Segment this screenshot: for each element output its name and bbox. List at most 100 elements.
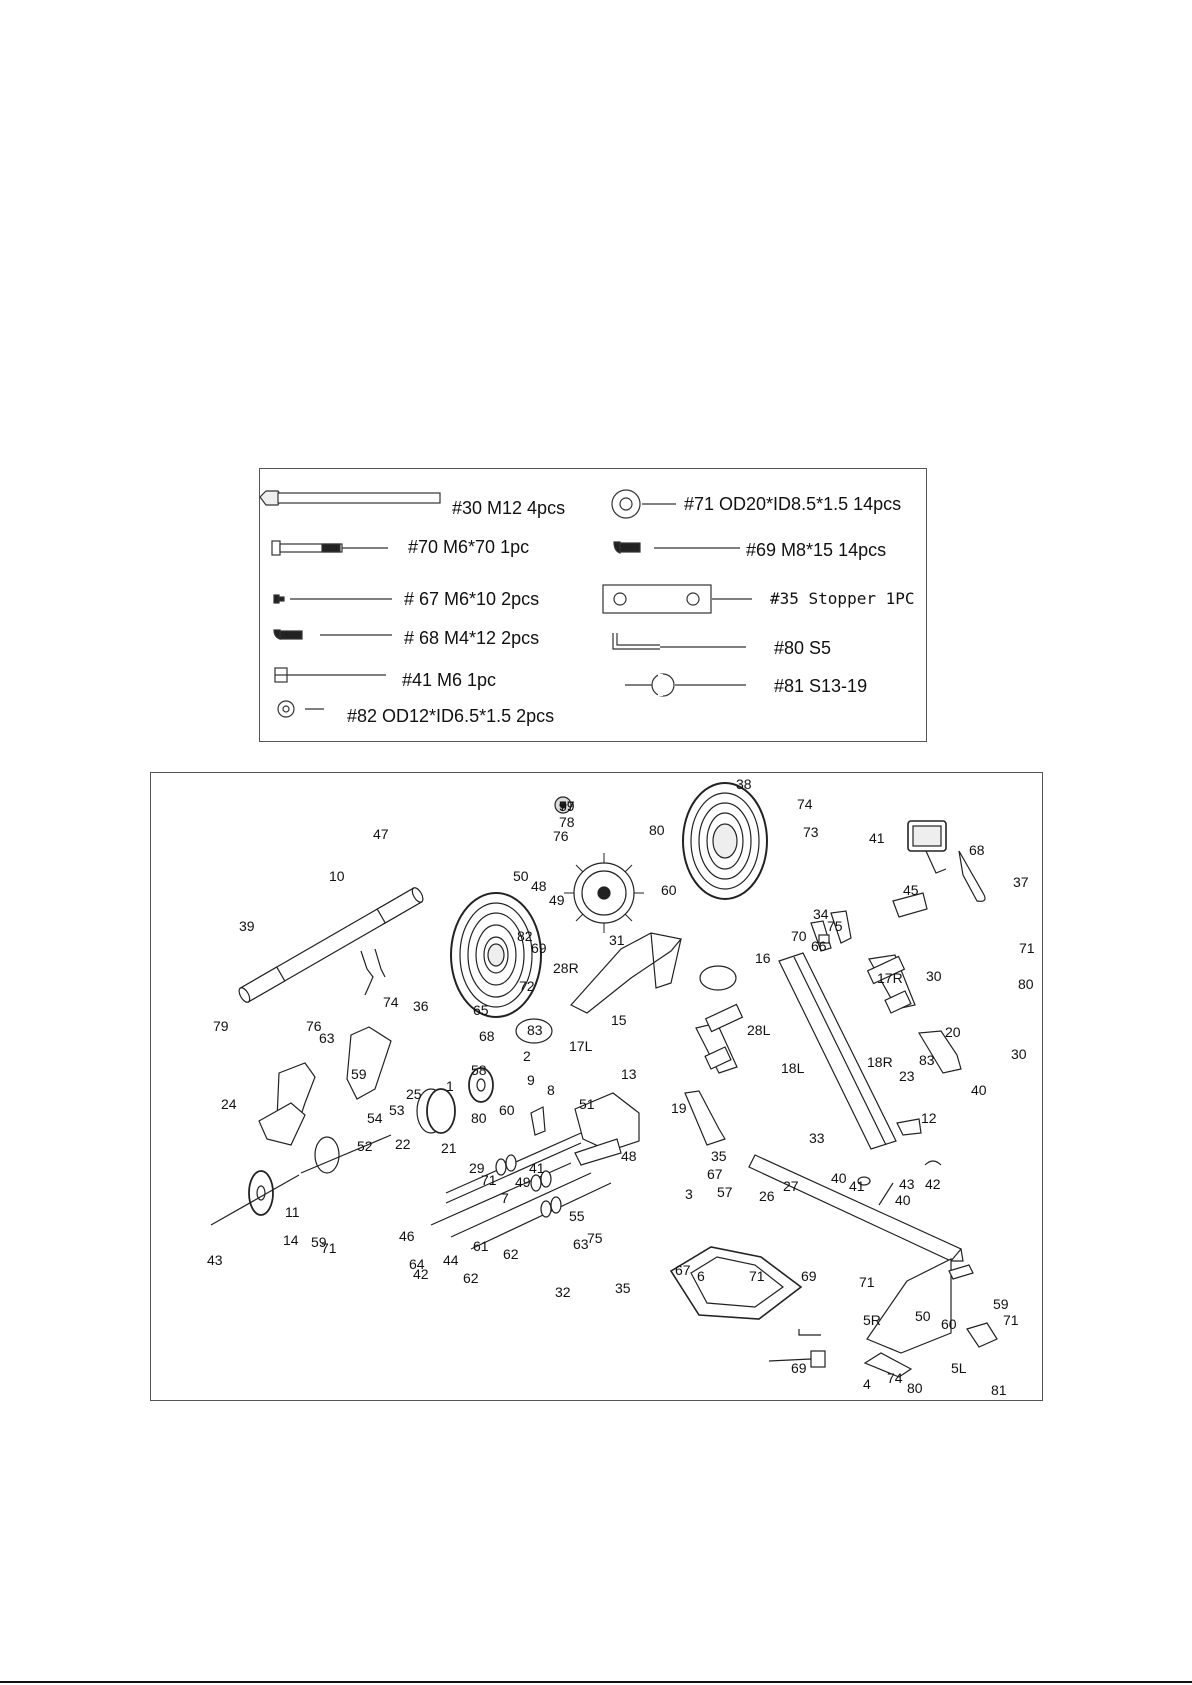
hardware-icons [260, 489, 752, 718]
part-number-label: 3 [685, 1186, 693, 1202]
part-number-label: 67 [675, 1262, 691, 1278]
part-number-label: 38 [736, 776, 752, 792]
part-number-label: 73 [803, 824, 819, 840]
part-number-label: 68 [969, 842, 985, 858]
part-number-label: 31 [609, 932, 625, 948]
part-number-label: 22 [395, 1136, 411, 1152]
part-number-label: 18L [781, 1060, 805, 1076]
flywheel [416, 1088, 456, 1134]
part-number-label: 10 [329, 868, 345, 884]
part-number-label: 9 [527, 1072, 535, 1088]
part-number-label: 80 [649, 822, 665, 838]
part-number-label: 62 [463, 1270, 479, 1286]
hex-key-icon [612, 633, 746, 650]
part-number-label: 80 [907, 1380, 923, 1396]
part-34 [818, 934, 830, 944]
foot-5r [966, 1322, 998, 1348]
seat [669, 1246, 803, 1320]
bolt-icon [271, 540, 388, 556]
hw-68-label: # 68 M4*12 2pcs [404, 628, 540, 648]
part-number-label: 60 [661, 882, 677, 898]
main-rail [778, 910, 897, 1150]
hex-key-part [798, 1329, 821, 1336]
screw-icon [273, 629, 392, 640]
nut-icon [274, 667, 386, 683]
strap-left [704, 1003, 744, 1033]
part-number-label: 79 [213, 1018, 229, 1034]
part-number-label: 50 [513, 868, 529, 884]
part-number-label: 44 [443, 1252, 459, 1268]
part-number-label: 19 [671, 1100, 687, 1116]
part-number-label: 17R [877, 970, 903, 986]
part-number-label: 60 [499, 1102, 515, 1118]
part-number-label: 59 [993, 1296, 1009, 1312]
pulley-12 [468, 1067, 494, 1103]
part-number-label: 36 [413, 998, 429, 1014]
part-number-label: 64 [409, 1256, 425, 1272]
part-number-label: 46 [399, 1228, 415, 1244]
part-number-label: 48 [621, 1148, 637, 1164]
part-number-label: 55 [569, 1208, 585, 1224]
part-number-label: 59 [311, 1234, 327, 1250]
end-cap-28l [515, 1018, 553, 1044]
part-number-label: 25 [406, 1086, 422, 1102]
part-number-label: 24 [221, 1096, 237, 1112]
fan-cover-right [682, 782, 768, 900]
stopper-plate-icon [602, 584, 752, 614]
part-number-label: 49 [549, 892, 565, 908]
part-number-label: 68 [479, 1028, 495, 1044]
part-number-label: 28L [747, 1022, 771, 1038]
front-support [570, 932, 683, 1014]
part-number-label: 58 [471, 1062, 487, 1078]
part-22 [857, 1176, 871, 1186]
part-number-label: 76 [553, 828, 569, 844]
fan-wheel [564, 853, 644, 933]
part-number-label: 18R [867, 1054, 893, 1070]
part-number-label: 29 [469, 1160, 485, 1176]
drive-belt [958, 850, 986, 902]
part-number-label: 69 [531, 940, 547, 956]
bracket-17l [704, 1046, 732, 1070]
part-number-label: 15 [611, 1012, 627, 1028]
part-number-label: 60 [941, 1316, 957, 1332]
bracket-17r [884, 990, 912, 1014]
part-number-label: 69 [791, 1360, 807, 1376]
sensor-75 [892, 892, 928, 918]
part-number-label: 71 [481, 1172, 497, 1188]
part-number-label: 30 [1011, 1046, 1027, 1062]
cover-24-lower [258, 1102, 306, 1146]
part-number-label: 34 [813, 906, 829, 922]
part-number-label: 82 [517, 928, 533, 944]
part-number-label: 43 [899, 1176, 915, 1192]
part-number-label: 71 [321, 1240, 337, 1256]
hardware-list: #30 M12 4pcs #70 M6*70 1pc # 67 M6*10 2p… [259, 468, 927, 742]
handle-bar [238, 887, 424, 1003]
part-number-label: 62 [503, 1246, 519, 1262]
part-number-label: 63 [573, 1236, 589, 1252]
part-number-label: 74 [797, 796, 813, 812]
part-number-label: 28R [553, 960, 579, 976]
part-number-label: 40 [895, 1192, 911, 1208]
part-number-label: 40 [831, 1170, 847, 1186]
part-number-label: 49 [515, 1174, 531, 1190]
part-number-label: 23 [899, 1068, 915, 1084]
part-number-label: 63 [319, 1030, 335, 1046]
part-number-label: 41 [849, 1178, 865, 1194]
part-number-label: 71 [859, 1274, 875, 1290]
rollers [495, 1154, 562, 1218]
console-monitor [907, 820, 947, 874]
part-number-label: 16 [755, 950, 771, 966]
part-number-label: 1 [446, 1078, 454, 1094]
strap-right [866, 955, 906, 985]
hw-71-label: #71 OD20*ID8.5*1.5 14pcs [684, 494, 902, 514]
part-number-label: 14 [283, 1232, 299, 1248]
part-number-label: 71 [749, 1268, 765, 1284]
wire-80 [360, 950, 374, 996]
part-number-label: 78 [559, 814, 575, 830]
wrench-part [768, 1350, 826, 1368]
part-number-label: 17L [569, 1038, 593, 1054]
part-number-label: 8 [547, 1082, 555, 1098]
pin-21 [878, 1182, 894, 1206]
